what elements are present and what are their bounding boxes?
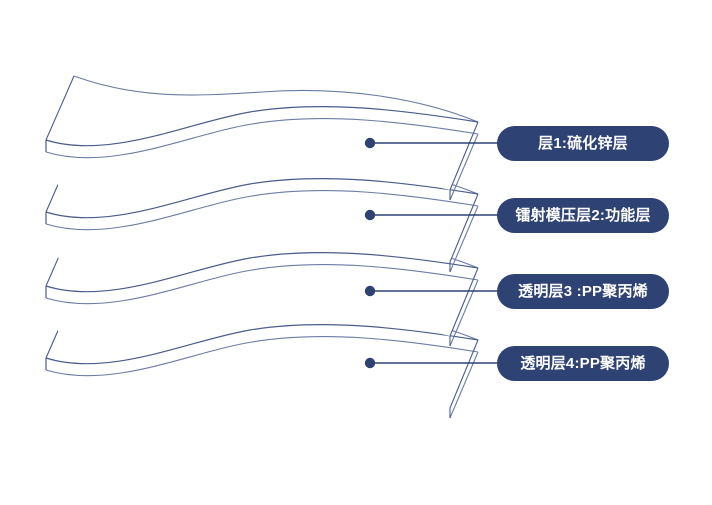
connector-dot-2 (364, 209, 376, 221)
callout-layer-2[interactable]: 镭射模压层2:功能层 (497, 198, 669, 233)
callout-layer-1-label: 层1:硫化锌层 (538, 135, 628, 152)
callout-layer-4[interactable]: 透明层4:PP聚丙烯 (497, 346, 669, 381)
callout-layer-3-label: 透明层3 :PP聚丙烯 (518, 283, 648, 300)
callout-layer-4-label: 透明层4:PP聚丙烯 (520, 355, 646, 372)
callout-layer-3[interactable]: 透明层3 :PP聚丙烯 (497, 274, 669, 309)
connector-dot-1 (364, 137, 376, 149)
connector-dot-3 (364, 285, 376, 297)
callout-layer-2-label: 镭射模压层2:功能层 (515, 207, 651, 224)
connector-1 (364, 137, 505, 149)
callout-layer-1[interactable]: 层1:硫化锌层 (497, 126, 669, 161)
connector-2 (364, 209, 505, 221)
connector-dot-4 (364, 357, 376, 369)
connector-3 (364, 285, 505, 297)
connector-4 (364, 357, 505, 369)
